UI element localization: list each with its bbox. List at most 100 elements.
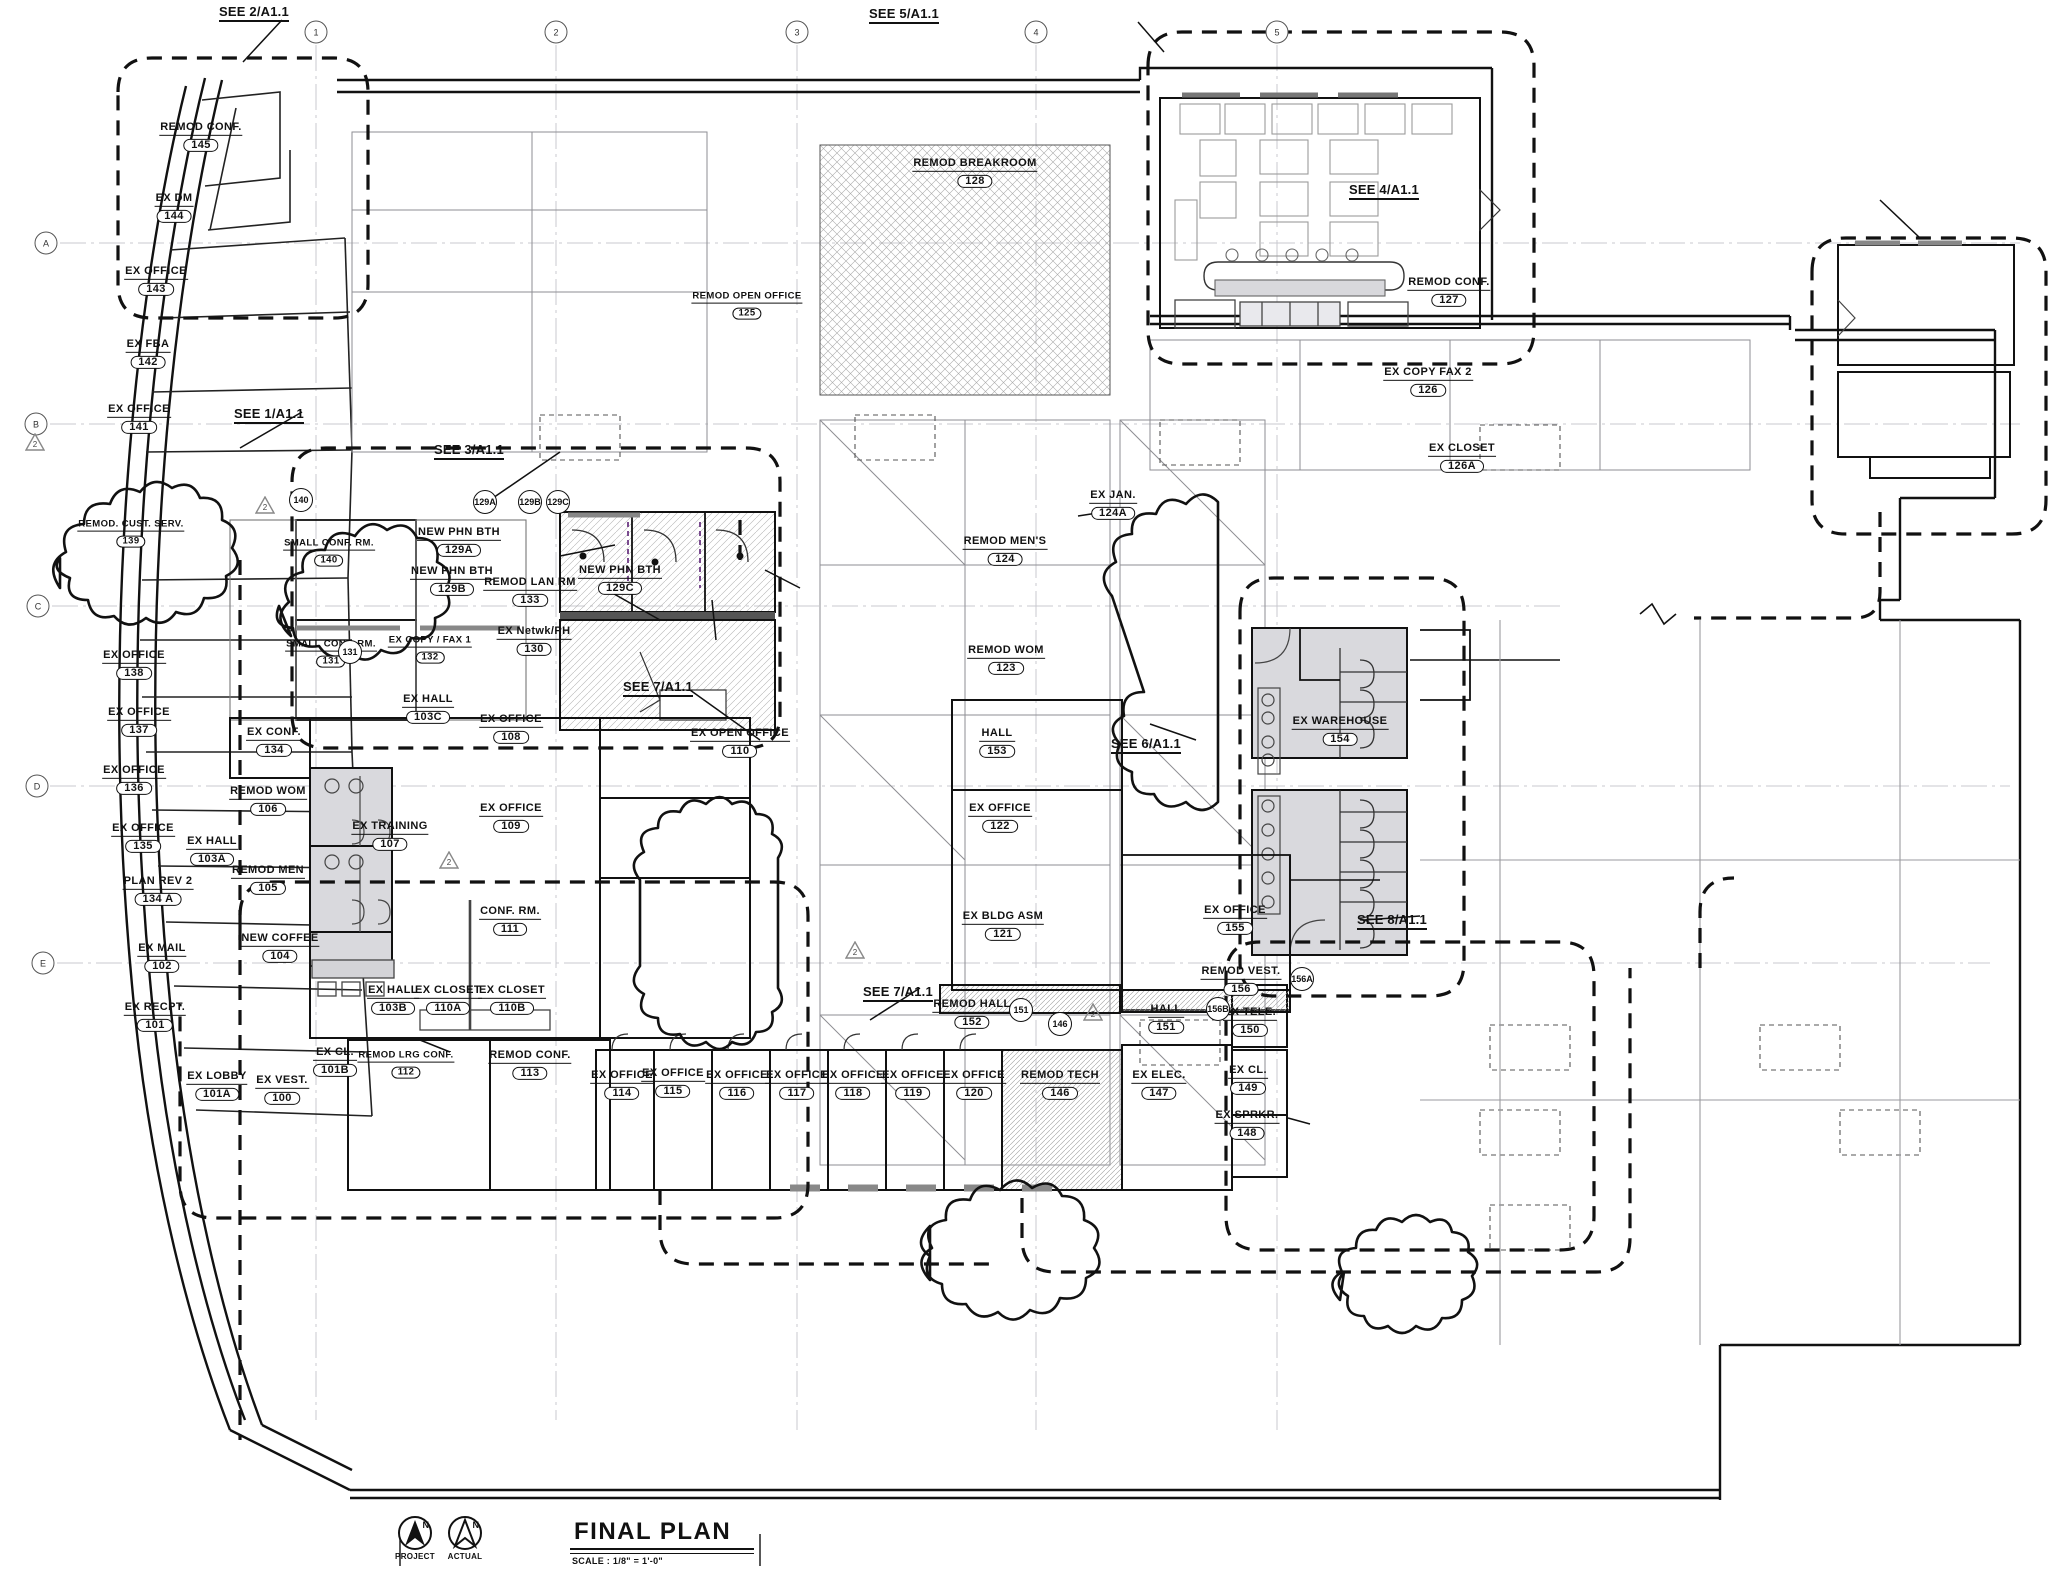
grid-bubble: 2	[544, 20, 568, 44]
see-reference: SEE 7/A1.1	[623, 679, 693, 697]
plan-scale: SCALE : 1/8" = 1'-0"	[572, 1556, 663, 1566]
grid-bubble: 4	[1024, 20, 1048, 44]
room-number: 147	[1141, 1086, 1177, 1100]
grid-bubble: D	[25, 774, 49, 798]
room-number: 155	[1217, 921, 1253, 935]
room-name: EX CONF.	[246, 726, 302, 741]
room-name: EX OFFICE	[942, 1069, 1006, 1084]
room-number: 105	[250, 881, 286, 895]
room-name: REMOD OPEN OFFICE	[691, 290, 803, 304]
room-number: 125	[732, 307, 762, 320]
room-label: EX MAIL 102	[137, 942, 187, 973]
north-letter-actual: N	[472, 1520, 480, 1530]
room-label: REMOD LRG CONF.112	[357, 1049, 455, 1080]
detail-bubble: 129B	[518, 490, 542, 514]
room-number: 111	[492, 922, 528, 936]
room-name: EX MAIL	[137, 942, 187, 957]
room-number: 149	[1230, 1081, 1266, 1095]
room-number: 110	[722, 744, 758, 758]
room-name: EX SPRKR.	[1214, 1109, 1280, 1124]
room-number: 130	[516, 642, 552, 656]
room-name: EX TELE.	[1222, 1006, 1278, 1021]
room-number: 141	[121, 420, 157, 434]
room-number: 119	[895, 1086, 931, 1100]
room-name: NEW PHN BTH	[577, 564, 663, 579]
room-number: 117	[779, 1086, 815, 1100]
room-label: EX CL.101B	[313, 1046, 357, 1077]
room-name: EX DM	[154, 192, 194, 207]
room-number: 129B	[430, 582, 474, 596]
see-reference: SEE 2/A1.1	[219, 4, 289, 22]
room-number: 124	[987, 552, 1023, 566]
room-name: NEW COFFEE	[240, 932, 320, 947]
room-name: REMOD. CUST. SERV.	[77, 518, 185, 532]
room-name: EX CL.	[1228, 1064, 1268, 1079]
room-number: 151	[1148, 1020, 1184, 1034]
room-label: EX CONF.134	[246, 726, 302, 757]
svg-text:2: 2	[447, 858, 452, 867]
room-label: REMOD MEN 105	[230, 864, 306, 895]
room-name: SMALL CONF. RM.	[283, 537, 375, 551]
room-name: PLAN REV 2	[122, 875, 194, 890]
room-number: 110B	[490, 1001, 534, 1015]
room-name: EX CLOSET	[478, 984, 546, 999]
revision-triangle: 2	[24, 432, 46, 451]
grid-bubble: 3	[785, 20, 809, 44]
room-name: REMOD CONF.	[1407, 276, 1491, 291]
room-number: 110A	[426, 1001, 470, 1015]
room-number: 139	[116, 535, 146, 548]
room-name: EX OFFICE	[479, 713, 543, 728]
title-block: N PROJECT N ACTUAL FINAL PLAN SCALE : 1/…	[395, 1516, 758, 1580]
room-name: CONF. RM.	[479, 905, 541, 920]
room-number: 102	[144, 959, 180, 973]
room-name: EX OFFICE	[111, 822, 175, 837]
room-number: 113	[512, 1066, 548, 1080]
room-number: 146	[1042, 1086, 1078, 1100]
room-name: REMOD WOM	[229, 785, 307, 800]
room-label: REMOD VEST.156	[1200, 965, 1282, 996]
room-label: SMALL CONF. RM.131	[285, 639, 377, 669]
detail-bubble: 151	[1009, 998, 1033, 1022]
room-name: EX OFFICE	[765, 1069, 829, 1084]
room-name: REMOD LRG CONF.	[357, 1049, 455, 1063]
room-number: 153	[979, 744, 1015, 758]
see-reference: SEE 3/A1.1	[434, 442, 504, 460]
room-name: EX OFFICE	[107, 706, 171, 721]
svg-text:2: 2	[33, 440, 38, 449]
room-number: 152	[954, 1015, 990, 1029]
detail-bubble: 156B	[1206, 997, 1230, 1021]
room-label: SMALL CONF. RM.140	[283, 537, 375, 568]
title-underline	[570, 1548, 754, 1550]
room-name: EX OFFICE	[821, 1069, 885, 1084]
room-name: REMOD WOM	[967, 644, 1045, 659]
detail-bubble: 140	[289, 488, 313, 512]
room-number: 123	[988, 661, 1024, 675]
room-name: EX Netwk/PH	[496, 625, 572, 640]
room-number: 156	[1223, 982, 1259, 996]
svg-text:2: 2	[853, 948, 858, 957]
see-reference: SEE 5/A1.1	[869, 6, 939, 24]
room-label: EX Netwk/PH 130	[496, 625, 572, 656]
title-underline-secondary	[570, 1553, 754, 1554]
see-reference: SEE 7/A1.1	[863, 984, 933, 1002]
room-name: REMOD MEN	[230, 864, 306, 879]
room-name: EX OFFICE	[107, 403, 171, 418]
detail-bubble: 146	[1048, 1012, 1072, 1036]
room-number: 124A	[1091, 506, 1135, 520]
